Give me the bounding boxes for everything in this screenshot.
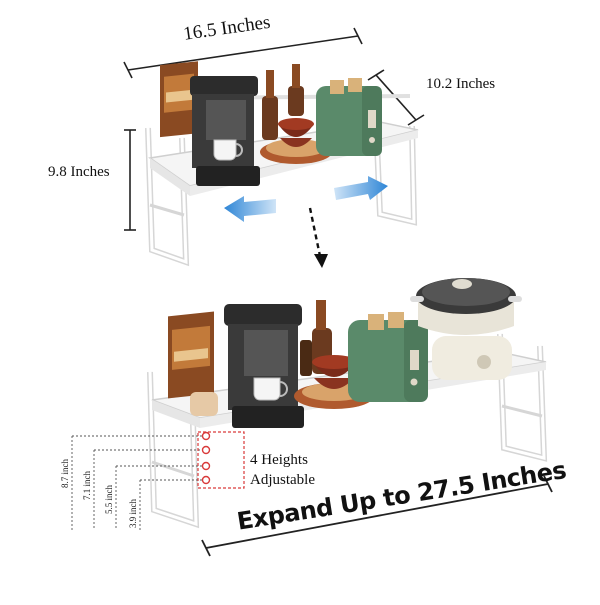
expand-arrows [224, 176, 388, 222]
electric-hot-pot [410, 278, 522, 380]
height-level-4: 3.9 inch [128, 499, 138, 528]
height-label: 9.8 Inches [48, 164, 110, 180]
height-dimension-line [124, 129, 136, 231]
coffee-maker-bottom [224, 304, 304, 428]
toaster-bottom [348, 312, 428, 402]
height-adjust-markers [197, 431, 245, 489]
heights-title: 4 Heights [250, 452, 308, 468]
width-dimension-line [123, 27, 363, 79]
bowls-and-plate [260, 118, 332, 164]
cereal-box-bottom [168, 311, 218, 416]
dashed-down-arrow [308, 207, 328, 268]
coffee-maker [190, 76, 260, 186]
bottles [262, 64, 304, 140]
toaster [316, 78, 382, 156]
cereal-box [160, 61, 198, 138]
height-levels [71, 435, 206, 530]
expand-dimension-line [201, 475, 553, 557]
height-level-3: 5.5 inch [104, 485, 114, 514]
depth-label: 10.2 Inches [426, 76, 496, 92]
height-level-2: 7.1 inch [82, 471, 92, 500]
height-level-1: 8.7 inch [60, 459, 70, 488]
adjustable-title: Adjustable [250, 472, 315, 488]
